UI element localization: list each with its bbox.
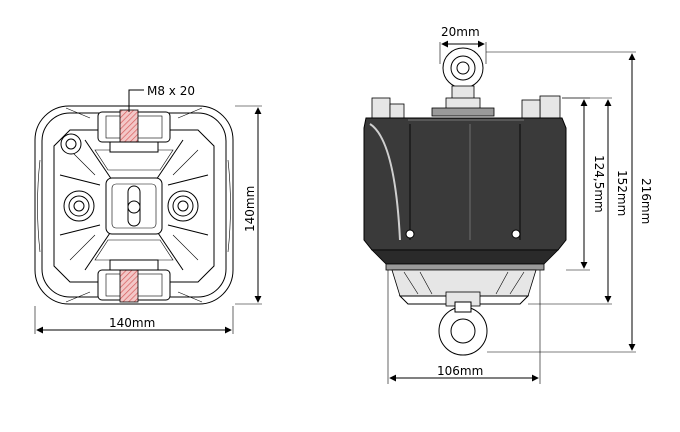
top-width-dimension: 140mm — [34, 306, 234, 334]
eye-width-label: 20mm — [441, 25, 480, 39]
total-height-label: 216mm — [639, 178, 653, 224]
body-height-label: 124,5mm — [592, 155, 606, 213]
base-width-dimension: 106mm — [387, 270, 541, 384]
side-view — [363, 47, 567, 356]
mid-height-label: 152mm — [615, 170, 629, 216]
top-height-dimension: 140mm — [235, 105, 262, 305]
total-height-dimension: 216mm — [486, 51, 653, 353]
bolt-spec-label: M8 x 20 — [147, 84, 195, 98]
top-view — [34, 105, 234, 305]
bolt-callout: M8 x 20 — [128, 84, 195, 112]
top-width-label: 140mm — [109, 316, 155, 330]
eye-width-dimension: 20mm — [439, 25, 487, 64]
top-height-label: 140mm — [243, 186, 257, 232]
mid-height-dimension: 152mm — [528, 97, 629, 305]
body-height-dimension: 124,5mm — [562, 97, 606, 271]
base-width-label: 106mm — [437, 364, 483, 378]
